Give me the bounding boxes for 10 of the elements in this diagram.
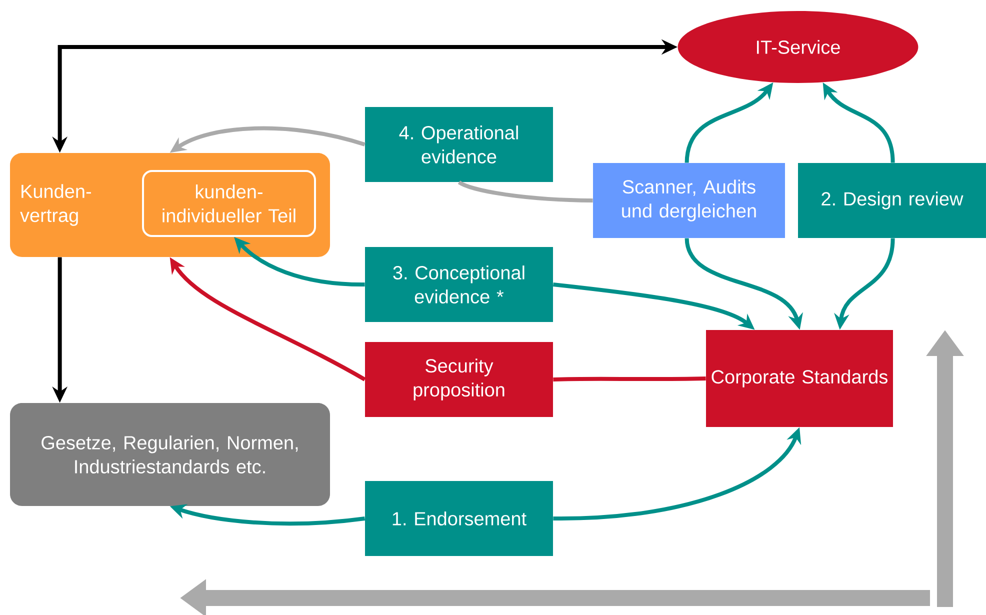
ellipse-node: IT-Service bbox=[678, 11, 918, 83]
regulation-box: Gesetze, Regularien, Normen, Industriestandards etc. bbox=[10, 403, 330, 506]
label-box: 4. Operational evidence bbox=[365, 107, 553, 182]
label-box: 2. Design review bbox=[798, 163, 986, 238]
inner-box: kunden- individueller Teil bbox=[142, 170, 316, 237]
process-box: Scanner, Audits und dergleichen bbox=[593, 163, 785, 238]
label-box: 1. Endorsement bbox=[365, 481, 553, 556]
process-box: Corporate Standards bbox=[706, 330, 893, 427]
label-box: Security proposition bbox=[365, 342, 553, 417]
label-box: 3. Conceptional evidence * bbox=[365, 247, 553, 322]
